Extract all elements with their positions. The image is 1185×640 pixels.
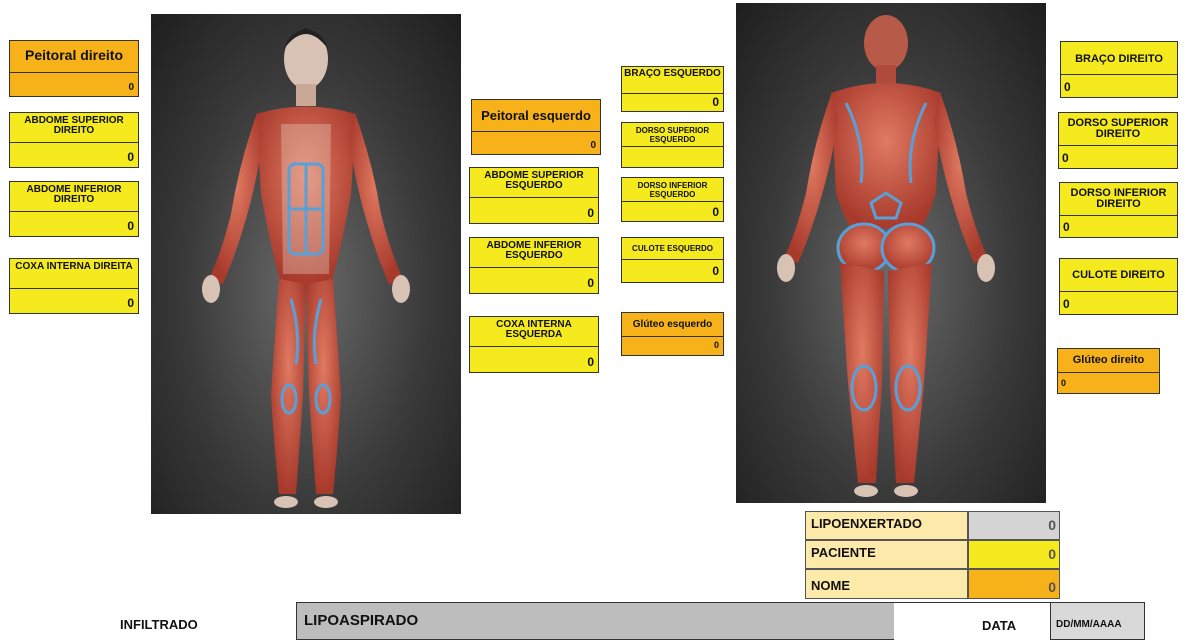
dorso-inferior-direito-label: DORSO INFERIOR DIREITO: [1060, 183, 1177, 216]
summary-row-lipoenxertado: LIPOENXERTADO 0: [805, 511, 1060, 540]
coxa-interna-esquerda-box[interactable]: COXA INTERNA ESQUERDA 0: [469, 316, 599, 373]
culote-esquerdo-label: CULOTE ESQUERDO: [622, 238, 723, 260]
culote-direito-value[interactable]: 0: [1063, 297, 1070, 311]
lipoaspirado-label: LIPOASPIRADO: [304, 612, 418, 629]
summary-label: NOME: [805, 569, 968, 599]
dorso-inferior-esquerdo-label: DORSO INFERIOR ESQUERDO: [622, 178, 723, 202]
gluteo-esquerdo-box[interactable]: Glúteo esquerdo 0: [621, 312, 724, 356]
summary-value[interactable]: 0: [968, 540, 1060, 569]
peitoral-direito-value[interactable]: 0: [128, 82, 134, 93]
coxa-interna-direita-label: COXA INTERNA DIREITA: [10, 259, 138, 289]
abdome-superior-direito-value[interactable]: 0: [127, 150, 134, 164]
date-value[interactable]: DD/MM/AAAA: [1056, 619, 1122, 630]
front-body-image: [151, 14, 461, 514]
braco-direito-label: BRAÇO DIREITO: [1061, 42, 1177, 75]
coxa-interna-esquerda-value[interactable]: 0: [587, 355, 594, 369]
abdome-superior-esquerdo-value[interactable]: 0: [587, 206, 594, 220]
abdome-superior-esquerdo-label: ABDOME SUPERIOR ESQUERDO: [470, 168, 598, 198]
dorso-inferior-esquerdo-value[interactable]: 0: [712, 205, 719, 219]
braco-esquerdo-label: BRAÇO ESQUERDO: [622, 67, 723, 94]
peitoral-esquerdo-box[interactable]: Peitoral esquerdo 0: [471, 99, 601, 155]
dorso-superior-esquerdo-box[interactable]: DORSO SUPERIOR ESQUERDO: [621, 122, 724, 168]
braco-esquerdo-box[interactable]: BRAÇO ESQUERDO 0: [621, 66, 724, 112]
summary-table: LIPOENXERTADO 0 PACIENTE 0 NOME 0: [805, 511, 1060, 599]
culote-direito-box[interactable]: CULOTE DIREITO 0: [1059, 258, 1178, 315]
abdome-inferior-esquerdo-value[interactable]: 0: [587, 276, 594, 290]
back-anatomy-figure: [736, 3, 1046, 503]
summary-row-paciente: PACIENTE 0: [805, 540, 1060, 569]
gluteo-direito-box[interactable]: Glúteo direito 0: [1057, 348, 1160, 394]
front-anatomy-figure: [151, 14, 461, 514]
dorso-superior-esquerdo-label: DORSO SUPERIOR ESQUERDO: [622, 123, 723, 147]
dorso-inferior-esquerdo-box[interactable]: DORSO INFERIOR ESQUERDO 0: [621, 177, 724, 222]
culote-esquerdo-box[interactable]: CULOTE ESQUERDO 0: [621, 237, 724, 283]
coxa-interna-direita-value[interactable]: 0: [127, 296, 134, 310]
abdome-superior-direito-box[interactable]: ABDOME SUPERIOR DIREITO 0: [9, 112, 139, 168]
gluteo-direito-value[interactable]: 0: [1061, 378, 1066, 388]
abdome-superior-direito-label: ABDOME SUPERIOR DIREITO: [10, 113, 138, 143]
abdome-inferior-direito-label: ABDOME INFERIOR DIREITO: [10, 182, 138, 212]
dorso-superior-direito-label: DORSO SUPERIOR DIREITO: [1059, 113, 1177, 146]
summary-value[interactable]: 0: [968, 511, 1060, 540]
dorso-superior-direito-box[interactable]: DORSO SUPERIOR DIREITO 0: [1058, 112, 1178, 169]
coxa-interna-esquerda-label: COXA INTERNA ESQUERDA: [470, 317, 598, 347]
date-field[interactable]: DD/MM/AAAA: [1050, 602, 1145, 640]
culote-esquerdo-value[interactable]: 0: [712, 264, 719, 278]
summary-label: LIPOENXERTADO: [805, 511, 968, 540]
infiltrado-label: INFILTRADO: [120, 617, 198, 632]
summary-value[interactable]: 0: [968, 569, 1060, 599]
peitoral-esquerdo-label: Peitoral esquerdo: [472, 100, 600, 132]
dorso-inferior-direito-value[interactable]: 0: [1063, 220, 1070, 234]
peitoral-direito-label: Peitoral direito: [10, 41, 138, 73]
braco-direito-value[interactable]: 0: [1064, 80, 1071, 94]
data-label: DATA: [982, 618, 1016, 633]
abdome-inferior-direito-value[interactable]: 0: [127, 219, 134, 233]
braco-direito-box[interactable]: BRAÇO DIREITO 0: [1060, 41, 1178, 98]
back-body-image: [736, 3, 1046, 503]
abdome-inferior-esquerdo-label: ABDOME INFERIOR ESQUERDO: [470, 238, 598, 268]
gluteo-esquerdo-label: Glúteo esquerdo: [622, 313, 723, 337]
summary-row-nome: NOME 0: [805, 569, 1060, 599]
gluteo-direito-label: Glúteo direito: [1058, 349, 1159, 373]
summary-label: PACIENTE: [805, 540, 968, 569]
abdome-inferior-direito-box[interactable]: ABDOME INFERIOR DIREITO 0: [9, 181, 139, 237]
abdome-superior-esquerdo-box[interactable]: ABDOME SUPERIOR ESQUERDO 0: [469, 167, 599, 224]
dorso-inferior-direito-box[interactable]: DORSO INFERIOR DIREITO 0: [1059, 182, 1178, 238]
culote-direito-label: CULOTE DIREITO: [1060, 259, 1177, 292]
peitoral-direito-box[interactable]: Peitoral direito 0: [9, 40, 139, 97]
coxa-interna-direita-box[interactable]: COXA INTERNA DIREITA 0: [9, 258, 139, 314]
data-cell: DATA: [894, 602, 1051, 640]
gluteo-esquerdo-value[interactable]: 0: [714, 340, 719, 350]
dorso-superior-direito-value[interactable]: 0: [1062, 151, 1069, 165]
peitoral-esquerdo-value[interactable]: 0: [590, 140, 596, 151]
braco-esquerdo-value[interactable]: 0: [712, 95, 719, 109]
abdome-inferior-esquerdo-box[interactable]: ABDOME INFERIOR ESQUERDO 0: [469, 237, 599, 294]
lipoaspirado-bar: LIPOASPIRADO: [296, 602, 895, 640]
